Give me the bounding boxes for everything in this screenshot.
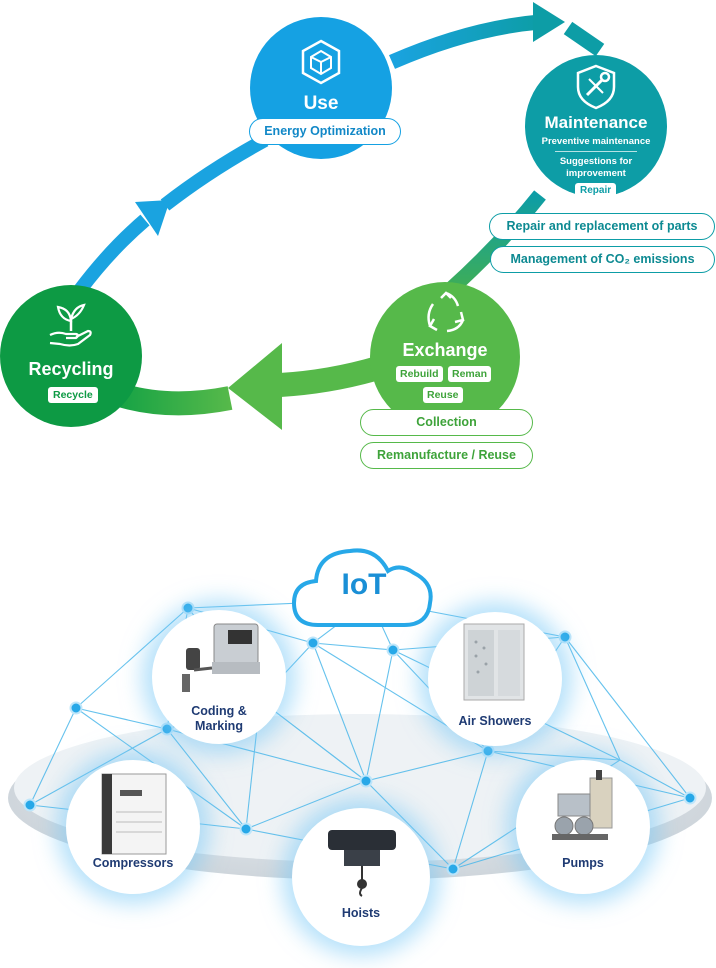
recycling-node: Recycling Recycle xyxy=(0,285,142,427)
arrowhead-3 xyxy=(135,200,170,236)
network-node xyxy=(69,701,83,715)
device-label: Coding & Marking xyxy=(191,704,247,733)
air-shower-booth-icon xyxy=(463,623,525,701)
maintenance-node: Maintenance Preventive maintenance Sugge… xyxy=(525,55,667,198)
hand-plant-icon xyxy=(49,303,92,347)
energy-optimization-pill: Energy Optimization xyxy=(249,118,401,145)
cube-icon xyxy=(301,39,341,85)
iot-hub-label: IoT xyxy=(341,568,387,601)
repair-parts-pill: Repair and replacement of parts xyxy=(489,213,715,240)
inkjet-printer-icon xyxy=(182,623,260,692)
repair-tag: Repair xyxy=(575,183,617,198)
network-link xyxy=(312,642,367,782)
divider xyxy=(555,151,637,152)
maintenance-title: Maintenance xyxy=(544,113,648,132)
network-link xyxy=(29,707,77,806)
network-node xyxy=(446,862,460,876)
network-link xyxy=(365,649,394,782)
arrowhead-2 xyxy=(228,343,282,430)
rebuild-tag: Rebuild xyxy=(396,366,443,382)
arrow-maintenance-to-exchange xyxy=(444,190,546,296)
device-compressors: Compressors xyxy=(66,760,200,894)
network-node xyxy=(481,744,495,758)
arrow-green-bottom xyxy=(116,383,233,416)
network-node xyxy=(239,822,253,836)
use-title: Use xyxy=(303,93,339,114)
device-coding-marking: Coding & Marking xyxy=(152,610,286,744)
network-node xyxy=(683,791,697,805)
preventive-maintenance-label: Preventive maintenance xyxy=(541,136,651,147)
device-pumps: Pumps xyxy=(516,760,650,894)
reman-tag: Reman xyxy=(448,366,492,382)
hoist-icon xyxy=(328,830,396,897)
recycling-title: Recycling xyxy=(28,359,114,379)
network-node xyxy=(306,636,320,650)
device-label: Pumps xyxy=(562,856,604,870)
device-label: Compressors xyxy=(92,856,174,870)
arrow-blue-upper xyxy=(160,133,269,211)
device-hoists: Hoists xyxy=(292,808,430,946)
network-link xyxy=(452,750,489,870)
network-link xyxy=(312,642,394,651)
arrowhead-1 xyxy=(533,2,565,42)
lifecycle-arrows xyxy=(74,2,605,430)
device-air-showers: Air Showers xyxy=(428,612,562,746)
collection-pill: Collection xyxy=(360,409,533,436)
network-node xyxy=(558,630,572,644)
remanufacture-reuse-pill: Remanufacture / Reuse xyxy=(360,442,533,469)
compressor-icon xyxy=(101,773,167,855)
arrow-exchange-to-recycling xyxy=(279,356,382,397)
suggestions-label: Suggestions for improvement xyxy=(559,156,633,179)
exchange-node: Exchange Rebuild Reman Reuse xyxy=(370,282,520,432)
network-node xyxy=(386,643,400,657)
co2-emissions-pill: Management of CO₂ emissions xyxy=(490,246,715,273)
network-link xyxy=(365,750,489,782)
exchange-title: Exchange xyxy=(402,340,488,360)
network-node xyxy=(181,601,195,615)
arrow-recycling-to-use xyxy=(74,214,150,295)
recycle-arrows-icon xyxy=(427,291,465,333)
reuse-tag: Reuse xyxy=(423,387,463,403)
pump-icon xyxy=(552,770,613,840)
network-link xyxy=(487,750,621,761)
network-link xyxy=(564,636,621,761)
network-node xyxy=(359,774,373,788)
arrow-use-to-maintenance xyxy=(389,14,541,69)
device-label: Hoists xyxy=(341,906,381,920)
recycle-tag: Recycle xyxy=(48,387,98,403)
device-label: Air Showers xyxy=(458,714,532,728)
network-node xyxy=(23,798,37,812)
shield-wrench-icon xyxy=(576,64,616,110)
arrow-maint-segment xyxy=(563,21,605,57)
cloud-icon xyxy=(291,548,433,627)
